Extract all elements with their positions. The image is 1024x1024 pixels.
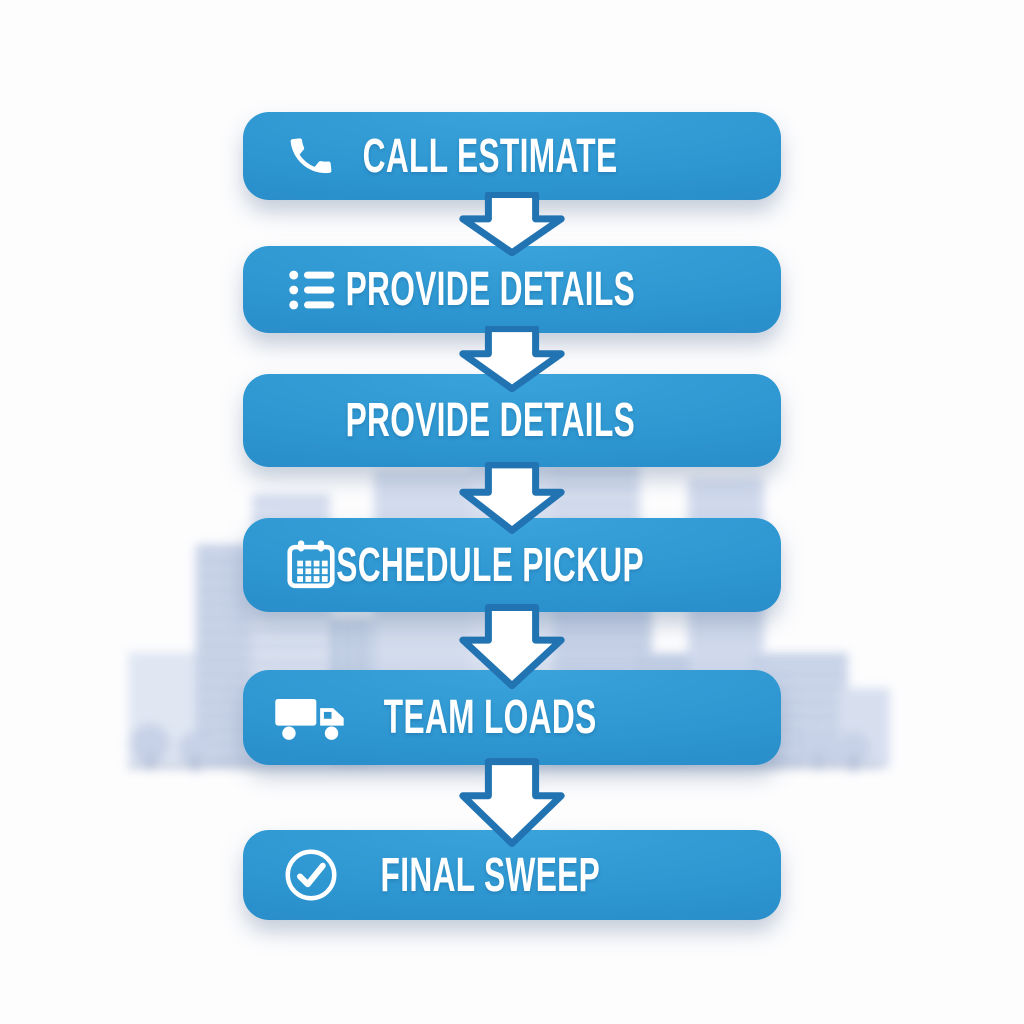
check-circle-icon <box>271 830 351 920</box>
arrow-down-icon <box>453 462 571 534</box>
step-label-wrap: CALL ESTIMATE <box>243 112 781 200</box>
step-label-wrap: PROVIDE DETAILS <box>243 374 781 467</box>
step-label: CALL ESTIMATE <box>362 129 618 183</box>
step-label-wrap: SCHEDULE PICKUP <box>243 518 781 612</box>
arrow-down-icon <box>453 758 571 848</box>
calendar-icon <box>271 518 351 612</box>
truck-icon <box>271 670 351 765</box>
tree-trunk <box>193 754 198 772</box>
step-box-schedule-pickup: SCHEDULE PICKUP <box>243 518 781 612</box>
tree-trunk <box>816 752 821 770</box>
phone-icon <box>271 112 351 200</box>
tree-trunk <box>148 752 153 770</box>
step-label: PROVIDE DETAILS <box>345 394 635 447</box>
step-label-wrap: PROVIDE DETAILS <box>243 246 781 333</box>
arrow-down-icon <box>453 326 571 392</box>
step-label: TEAM LOADS <box>383 691 597 744</box>
step-label: FINAL SWEEP <box>380 848 600 902</box>
tree-trunk <box>851 754 856 772</box>
arrow-down-icon <box>453 604 571 690</box>
step-box-provide-details-1: PROVIDE DETAILS <box>243 246 781 333</box>
step-label-wrap: TEAM LOADS <box>243 670 781 765</box>
step-label: SCHEDULE PICKUP <box>336 538 644 592</box>
checklist-icon <box>271 246 351 333</box>
step-label-wrap: FINAL SWEEP <box>243 830 781 920</box>
step-box-call-estimate: CALL ESTIMATE <box>243 112 781 200</box>
step-label: PROVIDE DETAILS <box>345 263 635 316</box>
arrow-down-icon <box>453 192 571 256</box>
